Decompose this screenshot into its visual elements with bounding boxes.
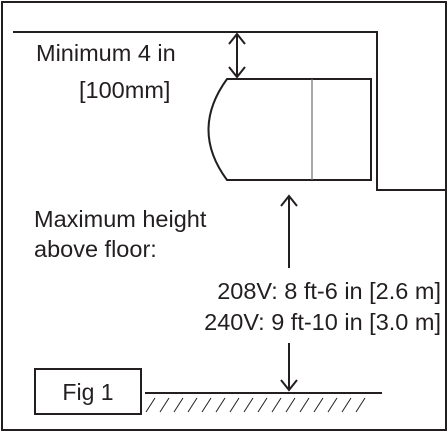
floor — [145, 392, 382, 413]
floor-hatch-mark — [313, 397, 324, 413]
floor-hatch-mark — [355, 397, 366, 413]
floor-hatch-mark — [285, 397, 296, 413]
floor-hatch-mark — [341, 397, 352, 413]
floor-hatch-mark — [159, 397, 170, 413]
spec-240v: 240V: 9 ft-10 in [3.0 m] — [204, 309, 441, 335]
floor-hatch-mark — [229, 397, 240, 413]
floor-hatch-mark — [201, 397, 212, 413]
floor-hatch-mark — [327, 397, 338, 413]
floor-hatch-mark — [187, 397, 198, 413]
indoor-unit — [207, 78, 372, 181]
clearance-arrow — [228, 32, 246, 79]
height-label-line1: Maximum height — [34, 206, 207, 232]
floor-hatch-mark — [173, 397, 184, 413]
floor-hatch-mark — [299, 397, 310, 413]
floor-hatch-mark — [271, 397, 282, 413]
figure-label: Fig 1 — [62, 379, 113, 405]
figure-label-box: Fig 1 — [34, 368, 142, 415]
floor-hatch-mark — [243, 397, 254, 413]
clearance-label-line2: [100mm] — [79, 77, 170, 103]
floor-hatch-mark — [145, 397, 156, 413]
floor-hatch-mark — [257, 397, 268, 413]
height-arrow-up — [280, 194, 298, 268]
floor-hatch-mark — [215, 397, 226, 413]
spec-208v: 208V: 8 ft-6 in [2.6 m] — [217, 278, 441, 304]
ceiling-line — [13, 31, 446, 191]
height-arrow-down — [280, 343, 298, 392]
floor-hatching — [145, 397, 366, 413]
indoor-unit-body — [207, 78, 372, 181]
clearance-label-line1: Minimum 4 in — [36, 40, 176, 66]
height-label-line2: above floor: — [34, 236, 157, 262]
